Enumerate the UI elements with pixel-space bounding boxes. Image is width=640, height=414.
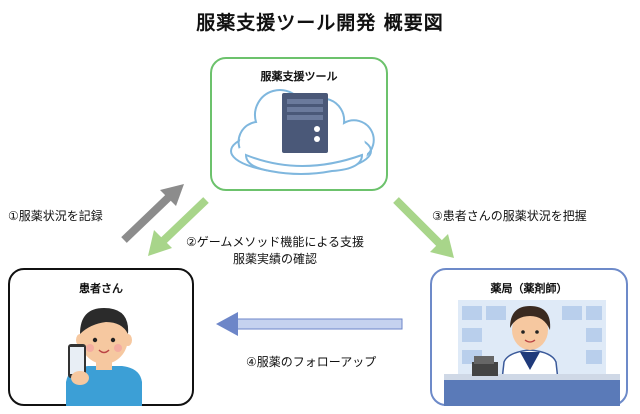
step-1-label: ①服薬状況を記録 (8, 209, 103, 223)
step-2-label: ②ゲームメソッド機能による支援 服薬実績の確認 (186, 234, 364, 268)
arrow-record (121, 184, 184, 243)
pharmacy-node: 薬局（薬剤師） (430, 268, 628, 406)
arrow-followup (216, 312, 403, 336)
step-4-label: ④服薬のフォローアップ (246, 355, 377, 369)
patient-node: 患者さん (8, 268, 194, 406)
step-2-line2: 服薬実績の確認 (233, 252, 318, 266)
step-3-label: ③患者さんの服薬状況を把握 (432, 209, 587, 223)
cloud-server-icon (230, 89, 375, 175)
arrow-grasp (393, 197, 454, 258)
patient-smartphone-icon (66, 308, 142, 406)
pharmacist-counter-icon (444, 300, 620, 406)
pharmacy-label: 薬局（薬剤師） (490, 282, 568, 295)
arrow-support (148, 197, 209, 256)
tool-label: 服薬支援ツール (260, 70, 338, 83)
step-2-line1: ②ゲームメソッド機能による支援 (186, 235, 365, 249)
page-title: 服薬支援ツール開発 概要図 (196, 12, 444, 34)
patient-label: 患者さん (79, 282, 123, 295)
tool-node: 服薬支援ツール (210, 57, 388, 191)
